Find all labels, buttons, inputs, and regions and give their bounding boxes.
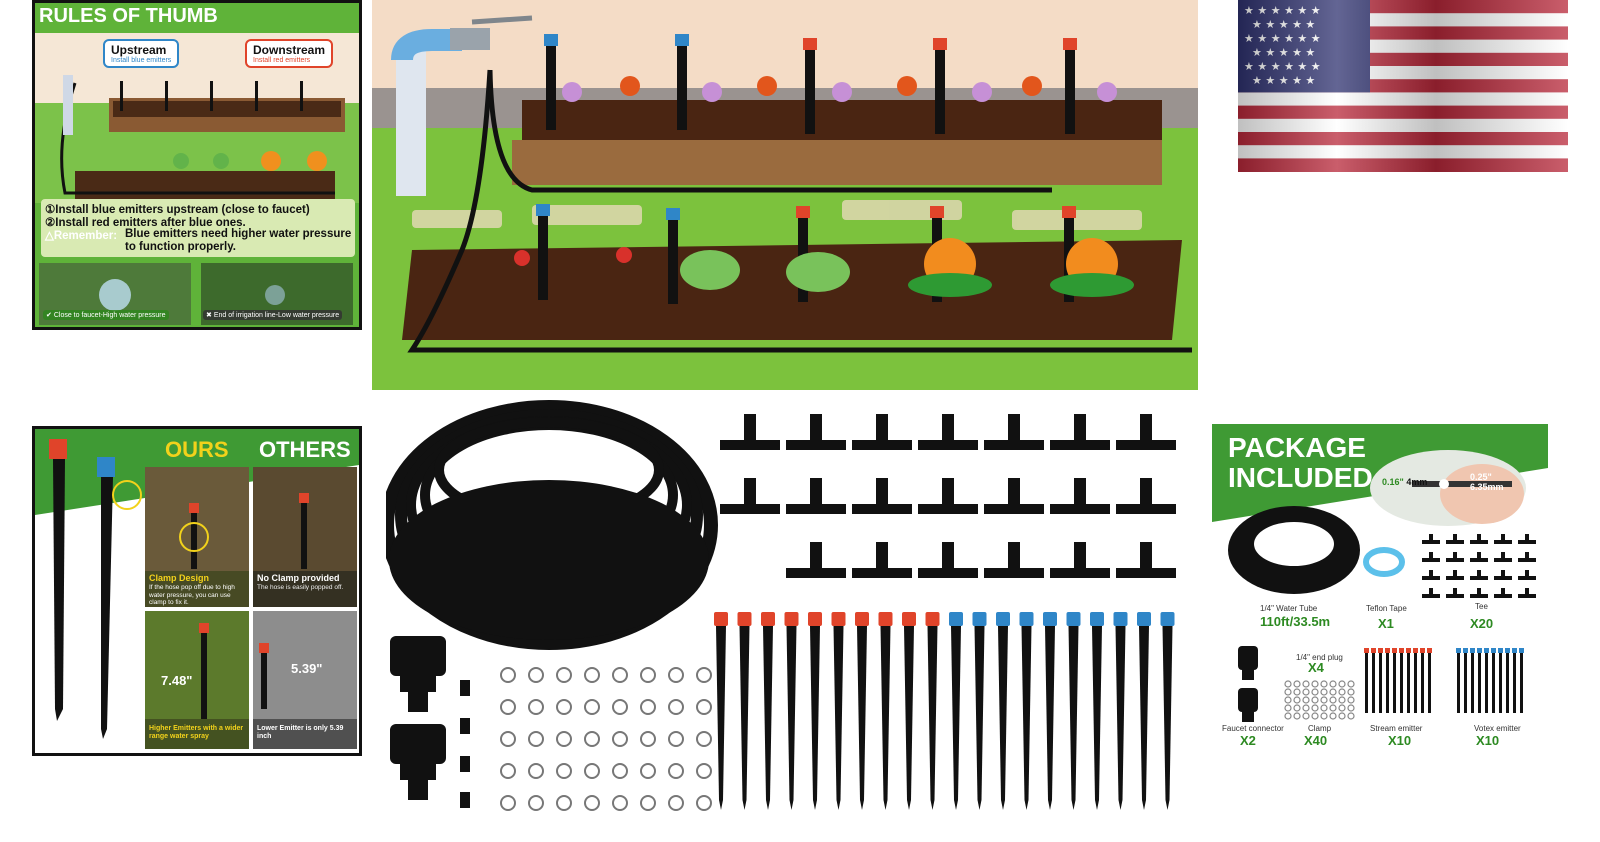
emitter-stake — [1043, 612, 1057, 810]
item-name-clamp: Clamp — [1308, 724, 1332, 733]
emitter-stake — [784, 612, 799, 810]
downstream-subtitle: Install red emitters — [253, 57, 311, 64]
photo-2-caption: ✖ End of irrigation line-Low water press… — [203, 310, 343, 320]
emitter-stake — [855, 612, 869, 810]
remember-text-2: to function properly. — [125, 241, 236, 253]
photo-1-caption: ✔ Close to faucet-High water pressure — [43, 310, 169, 320]
garden-illustration — [372, 0, 1198, 390]
check-icon: ✔ — [46, 312, 52, 319]
tube-inner-diameter: 0.25" 6.35mm — [1470, 472, 1504, 492]
item-count-tube: 110ft/33.5m — [1260, 614, 1331, 629]
item-count-end-plug: X4 — [1308, 660, 1324, 675]
emitter-stake — [1066, 612, 1081, 810]
emitter-stake — [737, 612, 752, 810]
photo-2-caption-text: End of irrigation line-Low water pressur… — [213, 312, 340, 319]
package-title-1: PACKAGE — [1228, 432, 1366, 463]
package-title-2: INCLUDED — [1228, 462, 1373, 493]
package-illustration — [1212, 424, 1548, 722]
item-count-stream-emitter: X10 — [1388, 733, 1412, 748]
rules-of-thumb-image[interactable]: RULES OF THUMB Upstream Install blue emi… — [32, 0, 362, 330]
emitter-stake — [808, 612, 822, 810]
remember-text: Blue emitters need higher water pressure — [125, 228, 352, 240]
tube-outer-mm: 4mm — [1406, 477, 1428, 487]
tube-inner-in: 0.25" — [1470, 472, 1492, 482]
emitter-stake — [902, 612, 916, 810]
item-count-clamp: X40 — [1304, 733, 1328, 748]
higher-emitters-text: Higher Emitters with a wider range water… — [149, 725, 244, 740]
downstream-title: Downstream — [253, 43, 326, 57]
higher-height-label: 7.48" — [161, 673, 193, 688]
comparison-image[interactable]: OURS OTHERS Clamp Design If the hose pop… — [32, 426, 362, 756]
item-name-end-plug: 1/4" end plug — [1296, 653, 1343, 662]
lower-height-label: 5.39" — [291, 661, 323, 676]
emitter-stake — [1113, 612, 1128, 810]
upstream-title: Upstream — [111, 43, 167, 57]
no-clamp-title: No Clamp provided — [257, 573, 340, 583]
flag-icon: ★ ★ ★ ★ ★ ★ ★ ★ ★ ★ ★ ★ ★ ★ ★ ★ ★ ★ ★ ★ … — [1238, 0, 1568, 172]
emitter-stake — [925, 612, 940, 810]
lower-emitter-text: Lower Emitter is only 5.39 inch — [257, 725, 344, 740]
emitter-stake — [1137, 612, 1151, 810]
us-flag-image[interactable]: ★ ★ ★ ★ ★ ★ ★ ★ ★ ★ ★ ★ ★ ★ ★ ★ ★ ★ ★ ★ … — [1238, 0, 1568, 172]
emitter-stake — [949, 612, 963, 810]
emitter-stake — [1019, 612, 1034, 810]
emitter-stake — [996, 612, 1010, 810]
parts-illustration — [386, 400, 1198, 830]
others-heading: OTHERS — [259, 437, 351, 462]
rule-1: ①Install blue emitters upstream (close t… — [45, 204, 310, 216]
package-included-image[interactable]: PACKAGE INCLUDED 0.16" 4mm 0.25" 6.35mm … — [1212, 424, 1548, 764]
tube-outer-in: 0.16" — [1382, 477, 1404, 487]
emitter-stake — [972, 612, 987, 810]
item-count-tee: X20 — [1470, 616, 1494, 631]
emitter-stake — [714, 612, 728, 810]
no-clamp-text: The hose is easily popped off. — [257, 584, 344, 591]
item-name-tee: Tee — [1475, 602, 1488, 611]
clamp-design-text: If the hose pop off due to high water pr… — [149, 584, 235, 606]
emitter-stake — [878, 612, 893, 810]
tube-outer-diameter: 0.16" 4mm — [1382, 477, 1427, 487]
rule-2: ②Install red emitters after blue ones. — [45, 217, 246, 229]
item-count-faucet-connector: X2 — [1240, 733, 1256, 748]
emitter-stake — [1090, 612, 1104, 810]
garden-scene-image[interactable] — [372, 0, 1198, 390]
tube-inner-mm: 6.35mm — [1470, 482, 1504, 492]
emitter-stake — [761, 612, 775, 810]
ours-heading: OURS — [165, 437, 229, 462]
upstream-label: Upstream Install blue emitters — [103, 39, 180, 68]
rules-title: RULES OF THUMB — [39, 5, 218, 27]
item-count-teflon: X1 — [1378, 616, 1394, 631]
parts-image[interactable] — [386, 400, 1198, 830]
item-name-stream-emitter: Stream emitter — [1370, 724, 1423, 733]
item-name-teflon: Teflon Tape — [1366, 604, 1407, 613]
upstream-subtitle: Install blue emitters — [111, 57, 172, 64]
item-name-tube: 1/4" Water Tube — [1260, 604, 1318, 613]
photo-1-caption-text: Close to faucet-High water pressure — [53, 312, 166, 319]
downstream-label: Downstream Install red emitters — [245, 39, 334, 68]
item-count-votex-emitter: X10 — [1476, 733, 1500, 748]
emitter-stake — [1160, 612, 1175, 810]
cross-icon: ✖ — [206, 312, 212, 319]
item-name-faucet-connector: Faucet connector — [1222, 724, 1284, 733]
comparison-illustration — [35, 429, 359, 753]
emitter-stake — [831, 612, 846, 810]
remember-label: △Remember: — [45, 230, 118, 242]
item-name-votex-emitter: Votex emitter — [1474, 724, 1521, 733]
clamp-design-title: Clamp Design — [149, 573, 210, 583]
